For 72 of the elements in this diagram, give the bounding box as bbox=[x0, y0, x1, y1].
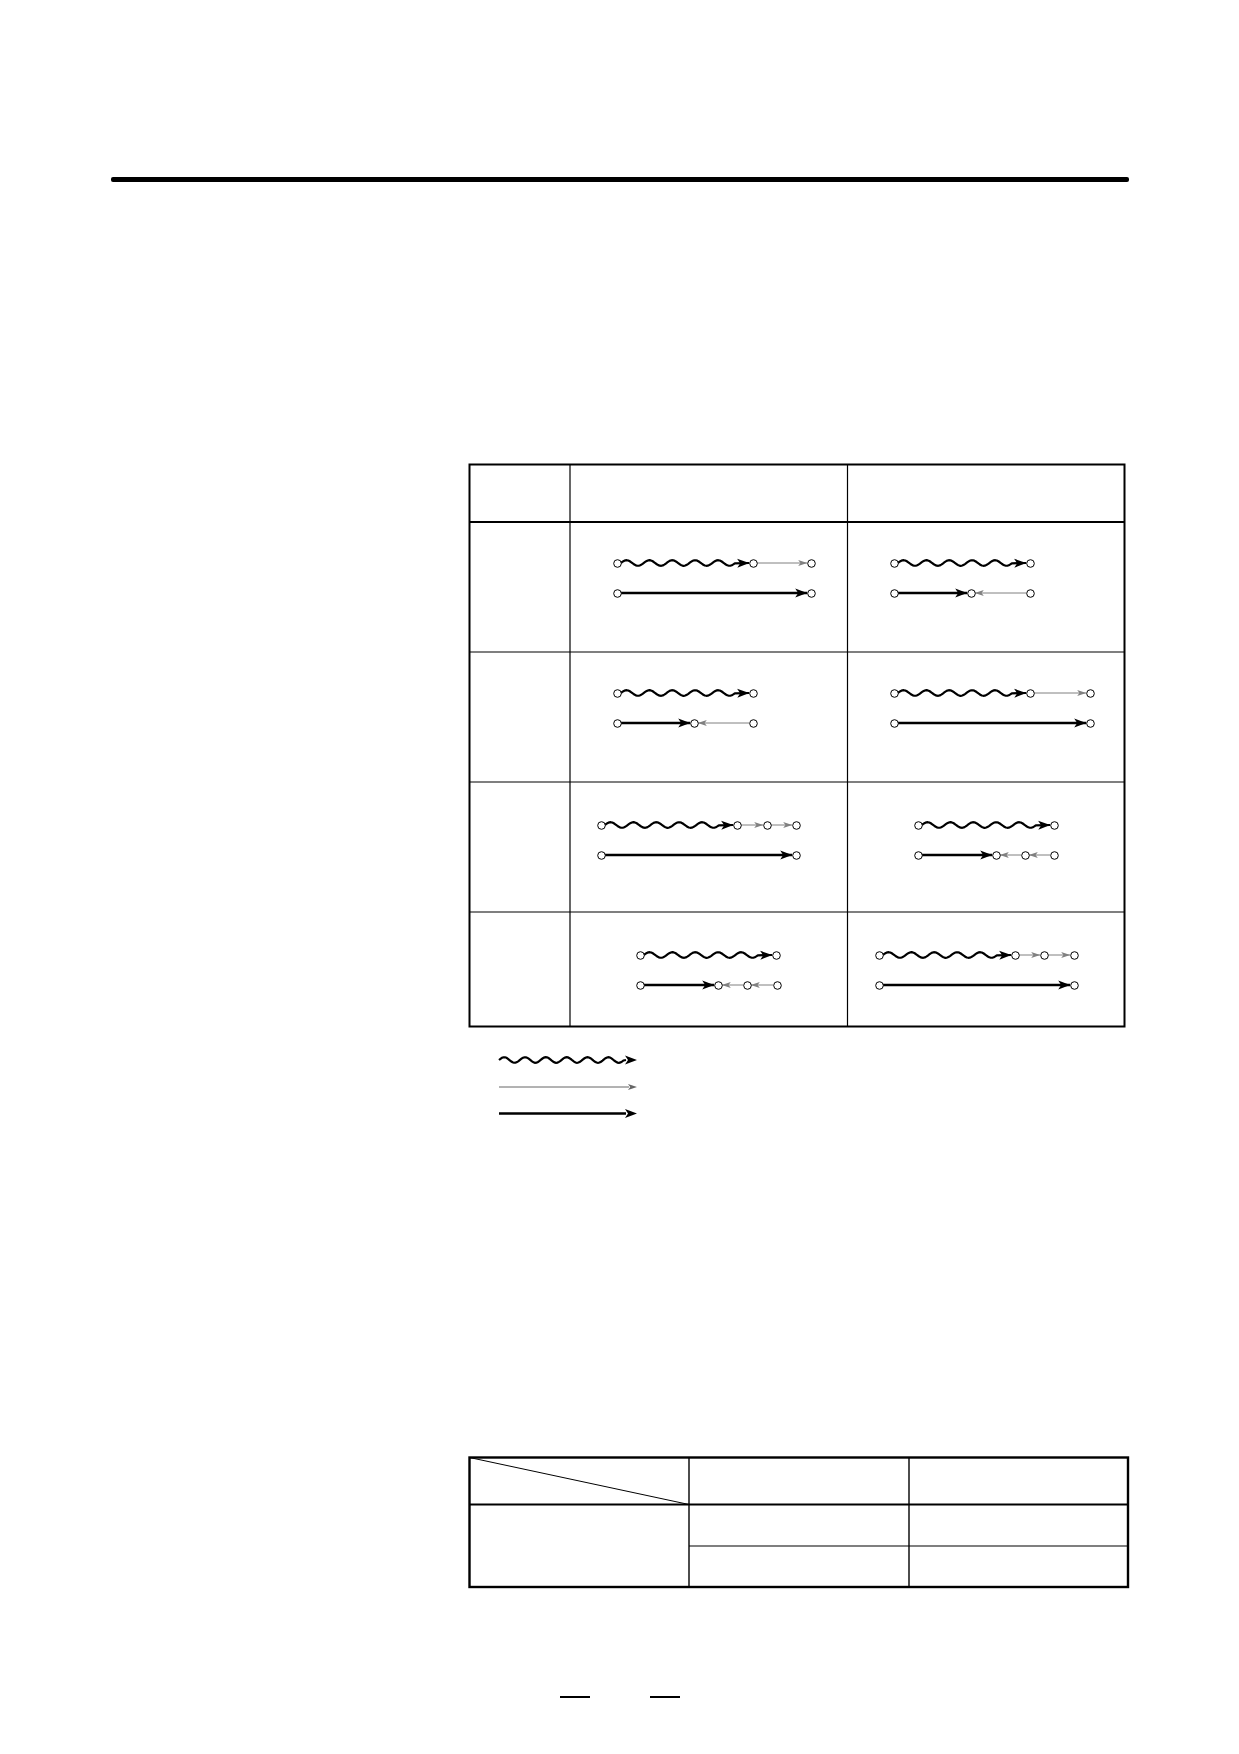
node-circle bbox=[742, 980, 752, 990]
node-circle bbox=[635, 950, 645, 960]
node-circle bbox=[913, 820, 923, 830]
node-circle bbox=[1039, 950, 1049, 960]
wavy-arrow bbox=[643, 950, 773, 960]
node-circle bbox=[889, 558, 899, 568]
node-circle bbox=[1020, 850, 1030, 860]
node-circle bbox=[1049, 820, 1059, 830]
node-circle bbox=[612, 718, 622, 728]
node-circle bbox=[874, 980, 884, 990]
node-circle bbox=[748, 688, 758, 698]
node-circle bbox=[762, 820, 772, 830]
thick-arrow bbox=[604, 850, 793, 860]
node-circle bbox=[635, 980, 645, 990]
thick-arrow bbox=[897, 588, 968, 598]
arrow bbox=[1033, 690, 1087, 696]
wavy-arrow bbox=[897, 688, 1027, 698]
thick-arrow bbox=[897, 718, 1087, 728]
wavy-arrow bbox=[897, 558, 1027, 568]
node-circle bbox=[991, 850, 1001, 860]
node-circle bbox=[889, 588, 899, 598]
node-circle bbox=[1049, 850, 1059, 860]
thick-arrow bbox=[643, 980, 715, 990]
node-circle bbox=[966, 588, 976, 598]
node-circle bbox=[889, 688, 899, 698]
node-circle bbox=[748, 558, 758, 568]
node-circle bbox=[713, 980, 723, 990]
node-circle bbox=[874, 950, 884, 960]
node-circle bbox=[748, 718, 758, 728]
arrow bbox=[756, 560, 808, 566]
node-circle bbox=[889, 718, 899, 728]
node-circle bbox=[791, 850, 801, 860]
node-circle bbox=[596, 850, 606, 860]
node-circle bbox=[791, 820, 801, 830]
node-circle bbox=[772, 980, 782, 990]
thick-arrow bbox=[882, 980, 1071, 990]
arrow bbox=[740, 822, 764, 828]
wavy-arrow bbox=[882, 950, 1012, 960]
thick-arrow bbox=[620, 588, 808, 598]
arrow bbox=[1028, 852, 1051, 858]
node-circle bbox=[612, 688, 622, 698]
node-circle bbox=[1069, 950, 1079, 960]
node-circle bbox=[806, 588, 816, 598]
arrow bbox=[770, 822, 793, 828]
node-circle bbox=[913, 850, 923, 860]
node-circle bbox=[1085, 688, 1095, 698]
node-circle bbox=[771, 950, 781, 960]
thick-arrow bbox=[921, 850, 993, 860]
arrow bbox=[697, 720, 750, 726]
node-circle bbox=[732, 820, 742, 830]
arrow bbox=[1047, 952, 1071, 958]
node-circle bbox=[1025, 558, 1035, 568]
wavy-arrow bbox=[921, 820, 1051, 830]
node-circle bbox=[1025, 688, 1035, 698]
node-circle bbox=[1069, 980, 1079, 990]
wavy-arrow bbox=[620, 688, 750, 698]
node-circle bbox=[1025, 588, 1035, 598]
node-circle bbox=[806, 558, 816, 568]
node-circle bbox=[1010, 950, 1020, 960]
node-circle bbox=[612, 588, 622, 598]
node-circle bbox=[689, 718, 699, 728]
wavy-arrow bbox=[604, 820, 734, 830]
wavy-arrow bbox=[620, 558, 750, 568]
arrow bbox=[750, 982, 774, 988]
node-circle bbox=[596, 820, 606, 830]
arrow bbox=[974, 590, 1027, 596]
node-circle bbox=[1085, 718, 1095, 728]
arrow bbox=[721, 982, 744, 988]
thick-arrow bbox=[620, 718, 691, 728]
arrow bbox=[1018, 952, 1041, 958]
arrow bbox=[999, 852, 1022, 858]
node-circle bbox=[612, 558, 622, 568]
